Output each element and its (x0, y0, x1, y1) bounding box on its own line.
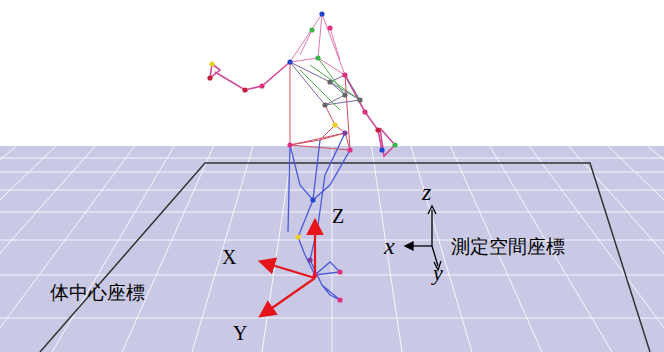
body-axes (262, 222, 315, 315)
axis-label: Y (233, 323, 247, 343)
floor-grid (0, 146, 664, 352)
axis-label: y (433, 262, 443, 284)
axis-label: X (222, 247, 236, 267)
coordinate-name: 測定空間座標 (451, 237, 565, 256)
skeleton (207, 11, 397, 302)
axis-label: z (422, 180, 431, 204)
coordinate-name: 体中心座標 (50, 283, 145, 302)
space-axes (405, 206, 441, 270)
floor-plane (0, 146, 664, 352)
axis-label: x (384, 234, 395, 258)
floor-boundary (40, 163, 650, 352)
axis-label: Z (332, 206, 344, 226)
